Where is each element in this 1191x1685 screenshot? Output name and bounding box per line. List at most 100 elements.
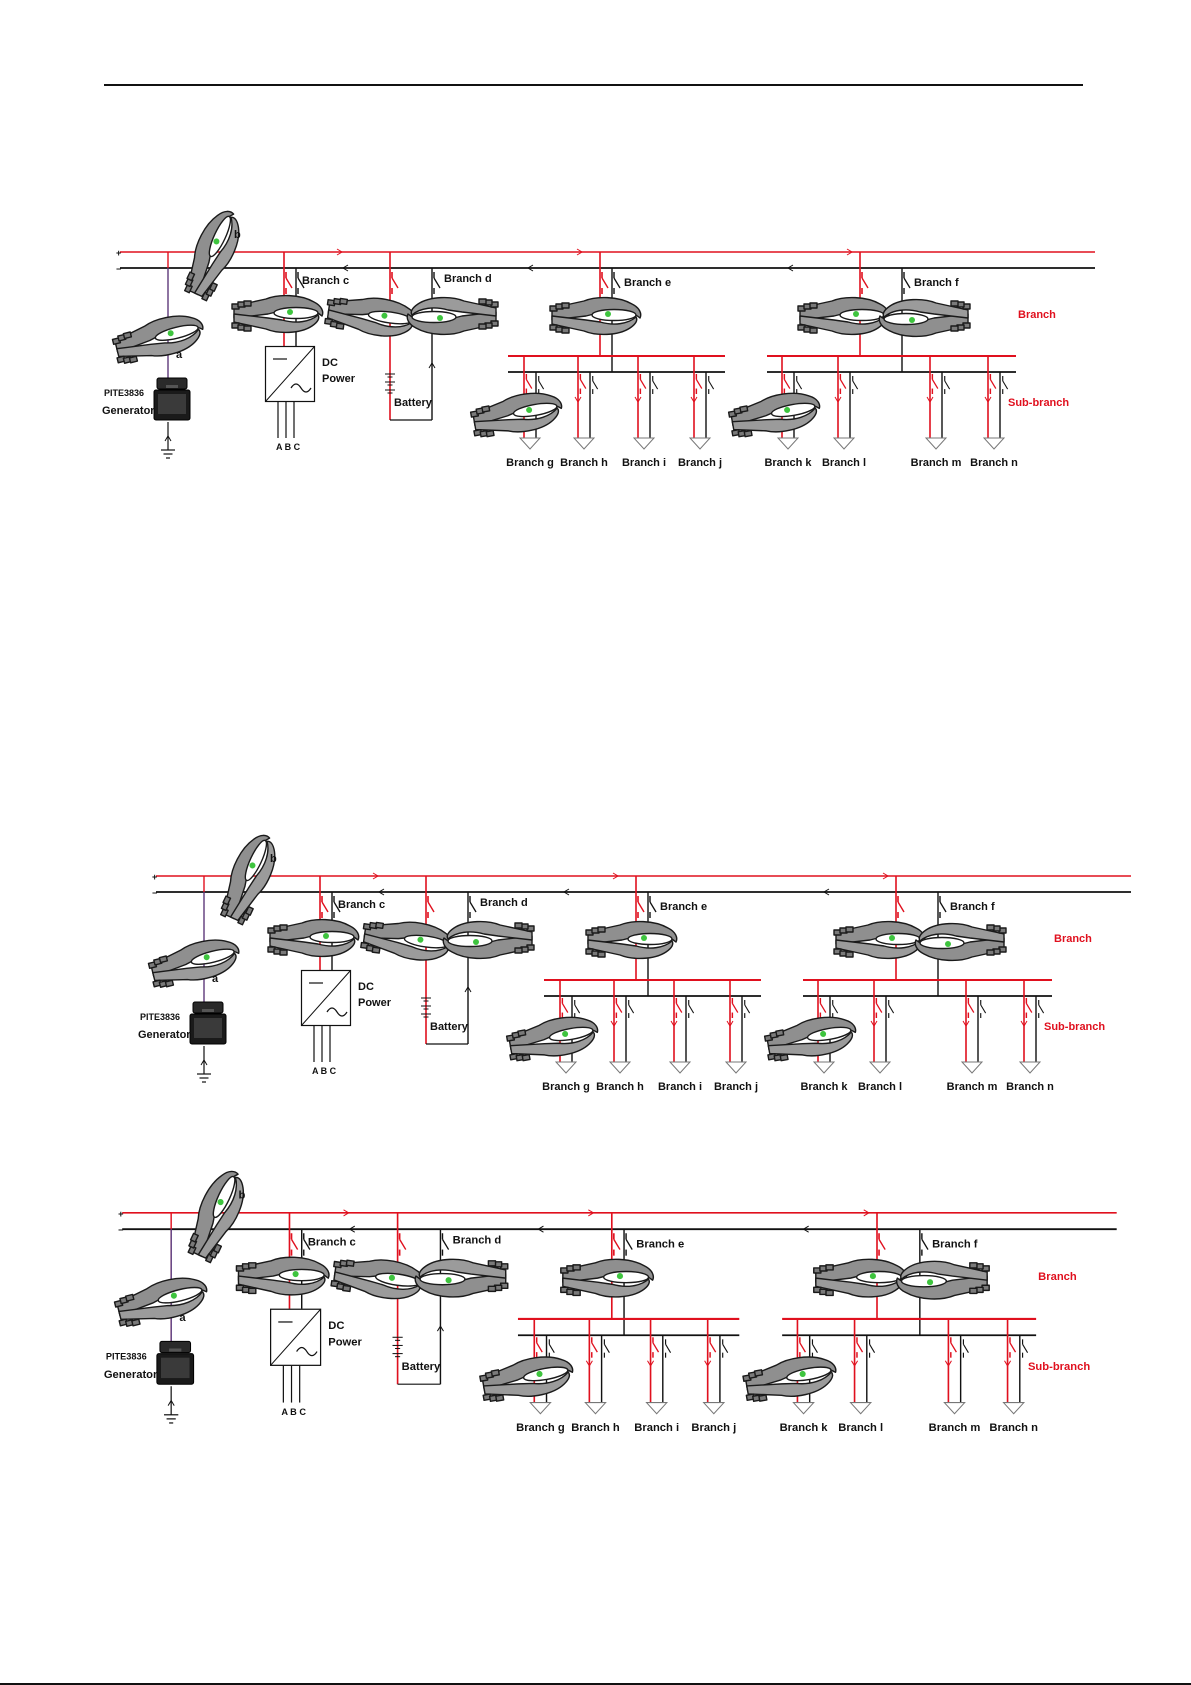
current-arrow-icon — [726, 1020, 734, 1027]
sub-branch-switch — [832, 999, 839, 1019]
current-arrow-icon — [882, 872, 889, 880]
sub-branch-label: Branch m — [947, 1081, 998, 1093]
sub-branch-switch — [1009, 1336, 1017, 1359]
current-arrow-icon — [164, 435, 172, 442]
current-arrow-icon — [378, 888, 385, 896]
branch-tag: Branch — [1018, 309, 1056, 321]
current-clamp-icon — [212, 828, 286, 928]
current-clamp-icon — [442, 920, 535, 960]
current-arrow-icon — [527, 264, 534, 272]
current-clamp-icon — [468, 387, 566, 441]
sub-branch-label: Branch l — [822, 457, 866, 469]
branch-f-label: Branch f — [914, 277, 959, 289]
sub-branch-label: Branch l — [858, 1081, 902, 1093]
branch-d-label: Branch d — [444, 273, 492, 285]
branch-e-switch — [649, 895, 657, 919]
pite-generator-case-icon — [156, 1340, 195, 1385]
clamp-branch-e — [560, 1258, 655, 1298]
current-clamp-icon — [414, 1258, 509, 1298]
sub-branch-switch — [708, 375, 715, 395]
sub-branch-label: Branch i — [622, 457, 666, 469]
clamp-a — [109, 308, 209, 368]
current-clamp-icon — [406, 296, 499, 336]
sub-branch-label: Branch h — [560, 457, 608, 469]
sub-branch-label: Branch i — [658, 1081, 702, 1093]
clamp-branch-d-negative — [414, 1258, 509, 1298]
current-arrow-icon — [1004, 1360, 1012, 1367]
positive-bus-label: + — [118, 1209, 123, 1219]
current-clamp-icon — [560, 1258, 655, 1298]
sub-branch-switch — [538, 375, 545, 395]
branch-e-label: Branch e — [660, 901, 707, 913]
sub-branch-switch — [888, 999, 895, 1019]
generator-model-label: PITE3836 — [106, 1352, 147, 1362]
branch-tag: Branch — [1038, 1271, 1077, 1283]
load-triangle-icon — [584, 1402, 607, 1415]
current-arrow-icon — [704, 1360, 712, 1367]
negative-bus-label: − — [152, 888, 157, 898]
clamp-branch-d-negative — [406, 296, 499, 336]
current-clamp-icon — [111, 1270, 213, 1331]
current-arrow-icon — [944, 1360, 952, 1367]
pite-generator-case-icon — [153, 377, 191, 421]
current-arrow-icon — [336, 248, 343, 256]
dc-power-label-line1: DC — [328, 1320, 344, 1332]
negative-bus-label: − — [116, 264, 121, 274]
branch-d-switch — [427, 895, 435, 919]
current-clamp-icon — [231, 294, 324, 334]
ac-dc-rectifier-icon — [269, 1308, 322, 1366]
current-arrow-icon — [342, 264, 349, 272]
load-triangle-icon — [519, 437, 541, 450]
load-triangle-icon — [669, 1061, 691, 1074]
sub-branch-switch — [561, 997, 569, 1019]
sub-branch-switch — [535, 1336, 544, 1359]
sub-branch-switch — [949, 1336, 958, 1359]
sub-branch-switch — [989, 373, 997, 395]
branch-f-switch — [939, 895, 947, 919]
dc-power-label-line2: Power — [358, 997, 392, 1009]
sub-branch-switch — [628, 999, 635, 1019]
current-clamp-icon — [740, 1350, 840, 1406]
clamp-branch-d-positive — [323, 290, 420, 342]
current-arrow-icon — [200, 1059, 208, 1066]
current-arrow-icon — [610, 1020, 618, 1027]
clamp-a-label: a — [212, 973, 219, 985]
clamp-branch-e-sub — [477, 1350, 577, 1406]
footer-rule — [0, 1683, 1191, 1685]
clamp-branch-c — [267, 918, 360, 958]
current-arrow-icon — [585, 1360, 593, 1367]
clamp-branch-d-positive — [359, 914, 456, 966]
sub-branch-label: Branch m — [911, 457, 962, 469]
current-clamp-icon — [359, 914, 456, 966]
current-clamp-icon — [813, 1258, 908, 1298]
sub-branch-switch — [639, 373, 647, 395]
clamp-branch-e-sub — [504, 1011, 602, 1065]
load-triangle-icon — [943, 1402, 966, 1415]
abc-phase-label: A B C — [312, 1066, 337, 1076]
current-arrow-icon — [823, 888, 830, 896]
current-arrow-icon — [634, 396, 642, 403]
current-arrow-icon — [802, 1225, 809, 1233]
sub-branch-switch — [1038, 999, 1045, 1019]
current-arrow-icon — [647, 1360, 655, 1367]
abc-phase-label: A B C — [281, 1407, 306, 1417]
sub-branch-switch — [590, 1336, 599, 1359]
sub-branch-label: Branch k — [764, 457, 812, 469]
clamp-branch-f-negative — [914, 922, 1007, 962]
sub-branch-label: Branch h — [596, 1081, 644, 1093]
sub-branch-switch — [875, 997, 883, 1019]
sub-branch-switch — [675, 997, 683, 1019]
clamp-b — [176, 204, 250, 304]
sub-branch-switch — [525, 373, 533, 395]
sub-branch-switch — [799, 1336, 807, 1359]
sub-branch-switch — [1002, 375, 1009, 395]
sub-branch-switch — [962, 1338, 970, 1359]
branch-e-label: Branch e — [624, 277, 671, 289]
sub-branch-switch — [652, 375, 659, 395]
branch-c-label: Branch c — [308, 1236, 356, 1248]
clamp-branch-f-sub — [740, 1350, 840, 1406]
sub-branch-label: Branch j — [678, 457, 722, 469]
dc-power-label-line1: DC — [322, 357, 338, 369]
